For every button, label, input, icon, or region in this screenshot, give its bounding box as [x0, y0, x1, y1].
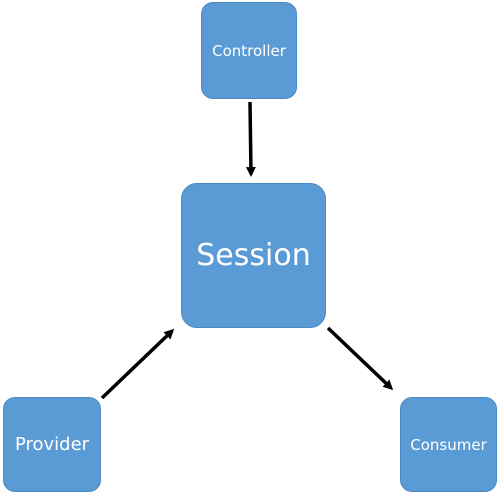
- consumer-label: Consumer: [410, 435, 487, 454]
- arrow-provider-to-session: [100, 328, 175, 400]
- controller-label: Controller: [212, 41, 286, 60]
- session-label: Session: [196, 238, 311, 273]
- arrow-controller-to-session: [245, 101, 256, 177]
- consumer-node: Consumer: [400, 397, 497, 492]
- arrow-session-to-consumer: [326, 326, 394, 391]
- session-node: Session: [181, 183, 326, 328]
- provider-label: Provider: [14, 434, 90, 455]
- controller-node: Controller: [201, 2, 297, 99]
- provider-node: Provider: [3, 397, 101, 492]
